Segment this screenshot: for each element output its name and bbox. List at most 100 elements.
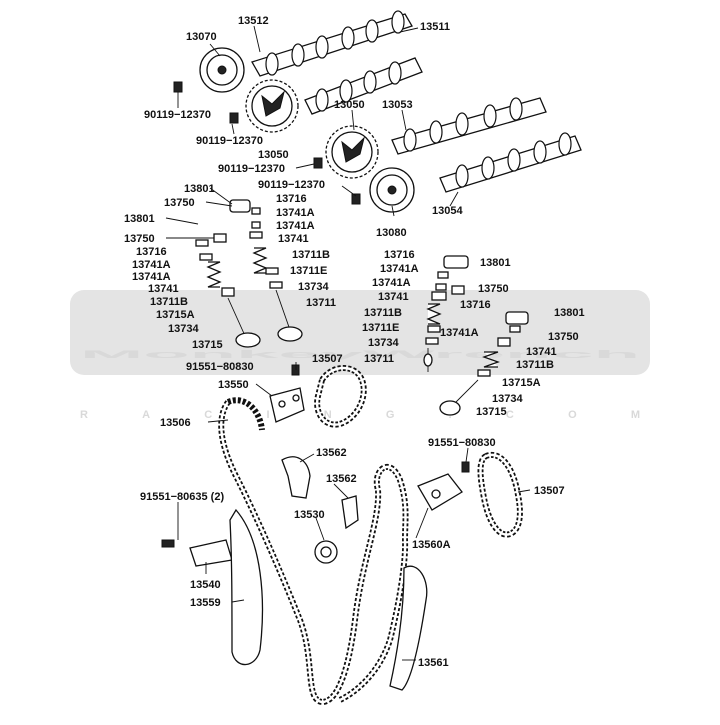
label-13734-c: 13734 bbox=[368, 337, 399, 349]
label-13080: 13080 bbox=[376, 227, 407, 239]
bolt-icon bbox=[229, 112, 239, 124]
label-90119-12370-c: 90119−12370 bbox=[218, 163, 285, 175]
label-13801-c: 13801 bbox=[480, 257, 511, 269]
label-13741A-d: 13741A bbox=[276, 220, 315, 232]
label-13559: 13559 bbox=[190, 597, 221, 609]
label-13741-a: 13741 bbox=[148, 283, 179, 295]
bolt-icon bbox=[161, 539, 175, 548]
tensioner-13560A bbox=[417, 473, 463, 511]
label-13801-d: 13801 bbox=[554, 307, 585, 319]
label-13741-d: 13741 bbox=[526, 346, 557, 358]
part-labels: 13512 13511 13070 90119−12370 90119−1237… bbox=[124, 15, 585, 669]
label-13801-b: 13801 bbox=[124, 213, 155, 225]
camshaft-13512 bbox=[251, 10, 413, 77]
label-13506: 13506 bbox=[160, 417, 191, 429]
label-13750-b: 13750 bbox=[124, 233, 155, 245]
label-13741A-c: 13741A bbox=[276, 207, 315, 219]
label-13801-a: 13801 bbox=[184, 183, 215, 195]
label-13741A-a: 13741A bbox=[132, 259, 171, 271]
label-13711B-c: 13711B bbox=[364, 307, 402, 319]
vvt-gear-13050-upper bbox=[245, 79, 299, 133]
label-13540: 13540 bbox=[190, 579, 221, 591]
label-13512: 13512 bbox=[238, 15, 269, 27]
label-90119-12370-b: 90119−12370 bbox=[196, 135, 263, 147]
camshaft-13053 bbox=[391, 97, 547, 155]
label-13734-b: 13734 bbox=[298, 281, 329, 293]
valve-train-left bbox=[195, 199, 303, 348]
label-13507-b: 13507 bbox=[534, 485, 565, 497]
chain-guide-13559 bbox=[229, 508, 264, 666]
timing-chain-13507-lower bbox=[477, 451, 523, 538]
leader-lines bbox=[165, 25, 531, 661]
tensioner-13540 bbox=[189, 539, 233, 567]
label-91551-80830-a: 91551−80830 bbox=[186, 361, 254, 373]
label-13711B-d: 13711B bbox=[516, 359, 554, 371]
label-13716-d: 13716 bbox=[460, 299, 491, 311]
label-13741A-f: 13741A bbox=[372, 277, 411, 289]
label-13560A: 13560A bbox=[412, 539, 451, 551]
label-13741A-b: 13741A bbox=[132, 271, 171, 283]
label-13741A-g: 13741A bbox=[440, 327, 479, 339]
cam-gear-13080 bbox=[369, 167, 415, 213]
chain-guide-13561 bbox=[389, 565, 428, 691]
bolt-icon bbox=[173, 81, 183, 93]
label-13715-a: 13715 bbox=[192, 339, 223, 351]
bolt-icon bbox=[313, 157, 323, 169]
label-13050-b: 13050 bbox=[258, 149, 289, 161]
label-13562-b: 13562 bbox=[326, 473, 357, 485]
label-13741-c: 13741 bbox=[378, 291, 409, 303]
label-13715A-b: 13715A bbox=[502, 377, 541, 389]
label-13711-b: 13711 bbox=[364, 353, 394, 365]
label-13750-d: 13750 bbox=[548, 331, 579, 343]
label-13711B-b: 13711B bbox=[292, 249, 330, 261]
label-91551-80635: 91551−80635 (2) bbox=[140, 491, 224, 503]
label-13734-a: 13734 bbox=[168, 323, 199, 335]
label-13711B-a: 13711B bbox=[150, 296, 188, 308]
label-13070: 13070 bbox=[186, 31, 217, 43]
label-13561: 13561 bbox=[418, 657, 449, 669]
sprocket-13530 bbox=[314, 540, 338, 564]
label-13550: 13550 bbox=[218, 379, 249, 391]
label-13741-b: 13741 bbox=[278, 233, 309, 245]
bolt-icon bbox=[351, 193, 361, 205]
label-91551-80830-b: 91551−80830 bbox=[428, 437, 496, 449]
camshaft-13054 bbox=[439, 132, 582, 193]
label-13053: 13053 bbox=[382, 99, 413, 111]
chain-guide-13562-a bbox=[281, 456, 311, 499]
bolt-icons bbox=[161, 81, 470, 548]
vvt-gear-13050-lower bbox=[325, 125, 379, 179]
timing-chain-13506 bbox=[218, 397, 409, 706]
label-13715-b: 13715 bbox=[476, 406, 507, 418]
label-13750-a: 13750 bbox=[164, 197, 195, 209]
bolt-icon bbox=[291, 364, 300, 376]
label-13711E-a: 13711E bbox=[290, 265, 327, 277]
bolt-icon bbox=[461, 461, 470, 473]
label-13741A-e: 13741A bbox=[380, 263, 419, 275]
watermark-line1: MonkeyWrench bbox=[80, 349, 642, 361]
label-13511: 13511 bbox=[420, 21, 450, 33]
label-13716-a: 13716 bbox=[136, 246, 167, 258]
label-13750-c: 13750 bbox=[478, 283, 509, 295]
watermark-band bbox=[70, 290, 650, 375]
chain-tensioner-13550 bbox=[269, 387, 305, 423]
label-13711-a: 13711 bbox=[306, 297, 336, 309]
label-13711E-b: 13711E bbox=[362, 322, 399, 334]
label-13562-a: 13562 bbox=[316, 447, 347, 459]
valve-train-right bbox=[423, 255, 529, 416]
label-13716-b: 13716 bbox=[276, 193, 307, 205]
label-13734-d: 13734 bbox=[492, 393, 523, 405]
label-13050-a: 13050 bbox=[334, 99, 365, 111]
camshaft-13511 bbox=[304, 57, 423, 115]
label-13507-a: 13507 bbox=[312, 353, 343, 365]
label-13715A-a: 13715A bbox=[156, 309, 195, 321]
label-13530: 13530 bbox=[294, 509, 325, 521]
label-90119-12370-d: 90119−12370 bbox=[258, 179, 325, 191]
label-90119-12370-a: 90119−12370 bbox=[144, 109, 211, 121]
label-13054: 13054 bbox=[432, 205, 463, 217]
label-13716-c: 13716 bbox=[384, 249, 415, 261]
timing-chain-13507-upper bbox=[314, 365, 367, 428]
chain-guide-13562-b bbox=[341, 495, 359, 530]
cam-gear-13070 bbox=[199, 47, 245, 93]
